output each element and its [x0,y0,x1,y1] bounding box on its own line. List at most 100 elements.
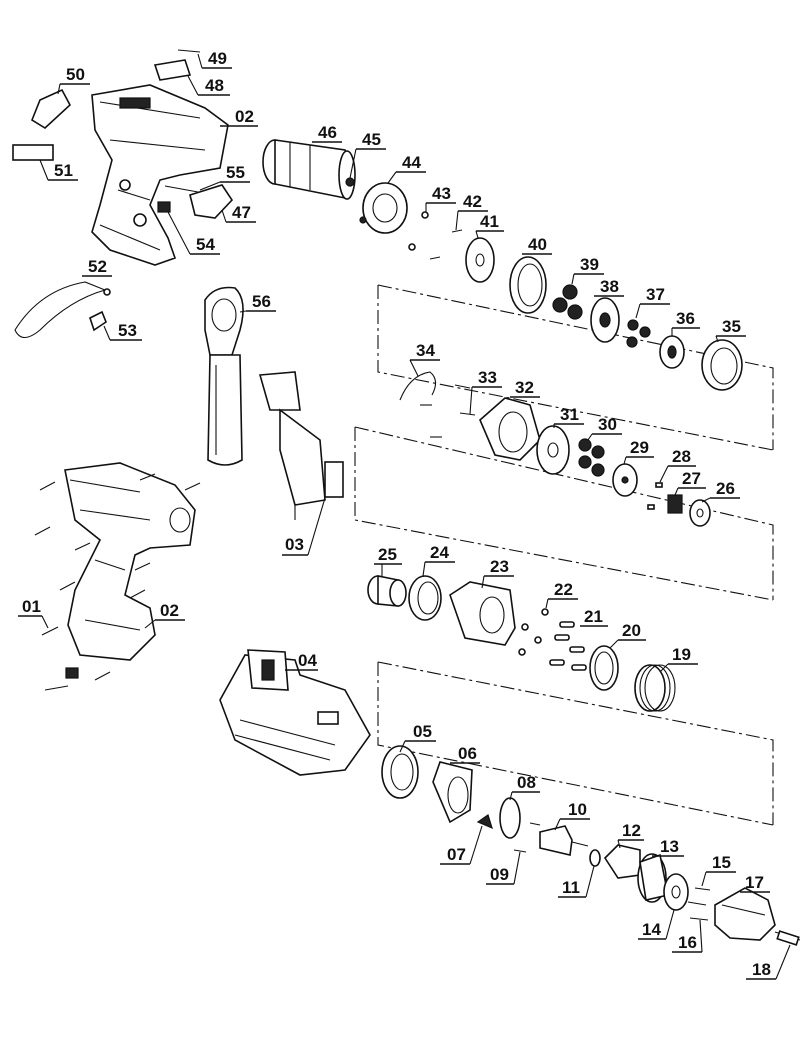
part-number-32: 32 [515,378,534,397]
part-label-53: 53 [103,321,142,341]
part-number-17: 17 [745,873,764,892]
ring-24 [408,575,442,621]
part-label-43: 43 [425,184,456,212]
anvil-housing-06 [432,761,473,824]
part-number-36: 36 [676,309,695,328]
hammer-23 [449,581,516,646]
part-label-06: 06 [450,744,480,764]
part-label-16: 16 [672,919,703,953]
part-label-15: 15 [701,853,736,887]
part-label-10: 10 [554,800,590,831]
part-label-02b: 02 [144,601,185,629]
part-label-45: 45 [349,130,386,179]
part-label-09: 09 [486,851,521,885]
washer-14 [663,873,689,911]
switch-03 [258,371,344,520]
part-number-24: 24 [430,543,449,562]
part-number-28: 28 [672,447,691,466]
part-label-05: 05 [399,722,436,753]
part-label-11: 11 [558,865,595,898]
part-label-32: 32 [510,378,540,398]
auxiliary-handle-56 [204,286,244,466]
part-number-46: 46 [318,123,337,142]
part-label-30: 30 [587,415,622,441]
part-label-17: 17 [740,873,770,893]
part-number-16: 16 [678,933,697,952]
ring-gear-40 [509,256,547,314]
part-number-50: 50 [66,65,85,84]
part-number-03: 03 [285,535,304,554]
part-number-49: 49 [208,49,227,68]
part-number-31: 31 [560,405,579,424]
spindle-lock-plate [164,184,234,219]
planet-carrier-29 [612,463,638,497]
bit-holder-18 [774,930,801,946]
part-number-47: 47 [232,203,251,222]
part-label-38: 38 [594,277,624,297]
part-number-40: 40 [528,235,547,254]
part-number-44: 44 [402,153,421,172]
part-label-31: 31 [553,405,584,428]
ring-gear-35 [701,339,743,391]
part-label-29: 29 [623,438,654,465]
part-label-22: 22 [545,580,578,609]
part-label-42: 42 [455,192,488,231]
part-number-02b: 02 [160,601,179,620]
part-label-24: 24 [422,543,455,577]
part-number-02: 02 [235,107,254,126]
washer-41 [465,237,495,283]
part-label-13: 13 [652,837,684,857]
planet-carrier-38 [590,297,620,343]
part-number-51: 51 [54,161,73,180]
screws-09 [513,822,541,853]
part-number-04: 04 [298,651,317,670]
part-label-41: 41 [475,212,504,239]
screws-15-16 [687,887,711,921]
part-label-48: 48 [187,75,230,96]
part-number-05: 05 [413,722,432,741]
part-number-21: 21 [584,607,603,626]
part-number-20: 20 [622,621,641,640]
battery-pack-04 [219,649,371,776]
part-label-55: 55 [199,163,250,191]
part-number-06: 06 [458,744,477,763]
gear-housing-32 [479,397,541,461]
housing-half-left [64,462,196,661]
part-label-25: 25 [374,545,402,576]
nose-cover-17 [714,887,776,941]
part-label-44: 44 [387,153,426,184]
part-number-10: 10 [568,800,587,819]
part-number-29: 29 [630,438,649,457]
washer-20 [589,645,619,691]
part-label-40: 40 [522,235,552,255]
part-label-34: 34 [409,341,440,377]
part-number-22: 22 [554,580,573,599]
part-number-15: 15 [712,853,731,872]
small-gear-clip [157,201,171,213]
part-number-55: 55 [226,163,245,182]
part-number-09: 09 [490,865,509,884]
rating-plate [12,144,54,161]
washer-31 [536,425,570,475]
led-light-holder [31,88,71,129]
part-label-18: 18 [746,944,791,980]
part-number-53: 53 [118,321,137,340]
part-label-08: 08 [509,773,540,801]
part-number-34: 34 [416,341,435,360]
wrist-strap-52 [14,281,111,339]
screws-33 [420,384,476,438]
part-number-12: 12 [622,821,641,840]
planet-gears-39 [552,284,583,320]
part-number-38: 38 [600,277,619,296]
part-label-23: 23 [481,557,514,589]
part-label-51: 51 [39,159,78,181]
part-number-27: 27 [682,469,701,488]
part-label-19: 19 [659,645,698,673]
part-number-26: 26 [716,479,735,498]
part-label-04: 04 [285,651,318,671]
sun-gear-36 [659,335,685,369]
planet-gears-30 [578,438,605,477]
part-label-27: 27 [674,469,706,496]
anvil-10 [539,825,589,856]
seal-11 [589,849,601,867]
